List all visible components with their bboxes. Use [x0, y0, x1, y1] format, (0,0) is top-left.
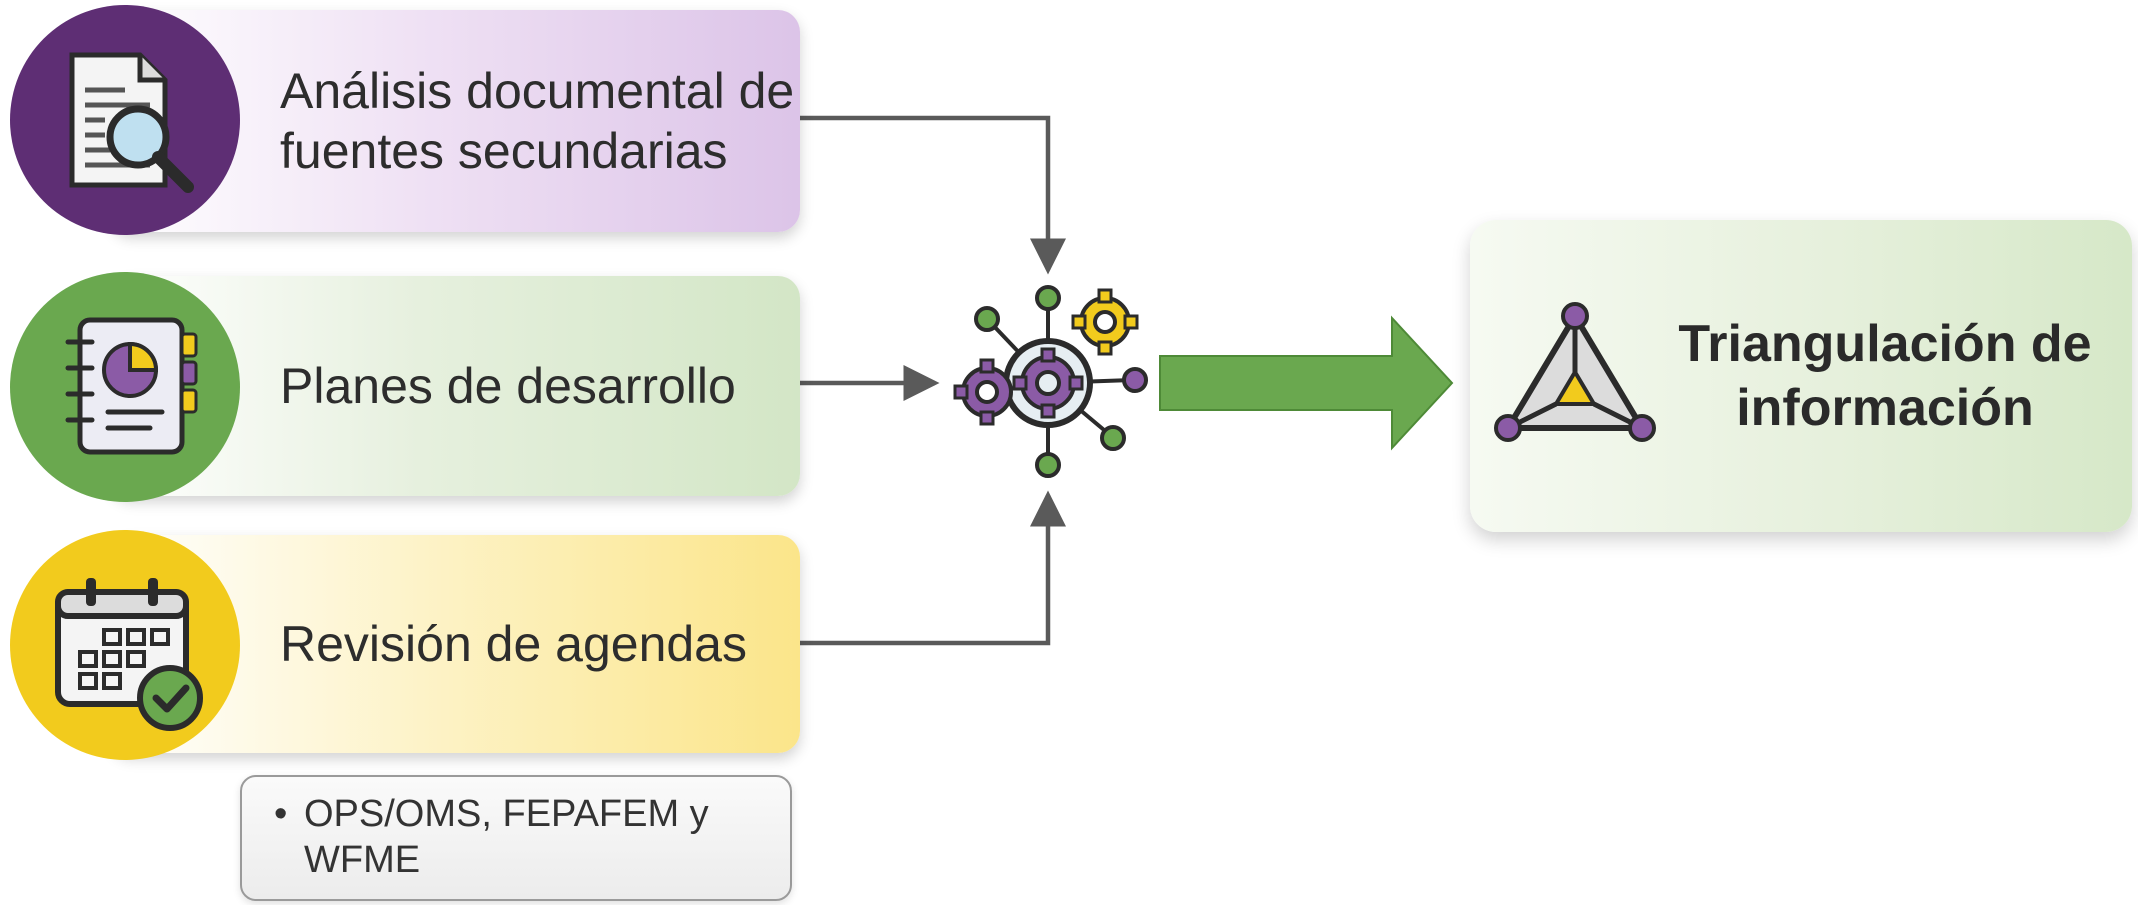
note-bullet: • [274, 793, 288, 835]
source-label: Análisis documental de fuentes secundari… [280, 63, 795, 179]
note-text: OPS/OMS, FEPAFEM y WFME [304, 793, 709, 881]
source-icon-circle [10, 5, 240, 235]
big-arrow-to-result [1159, 315, 1454, 451]
source-label: Planes de desarrollo [280, 358, 736, 414]
gears-network-icon [953, 285, 1148, 478]
connector-source-3 [800, 490, 1066, 646]
source-icon-circle [10, 272, 240, 502]
source-box-documental: Análisis documental de fuentes secundari… [110, 10, 800, 232]
source-label: Revisión de agendas [280, 616, 747, 672]
result-title: Triangulación de información [1678, 315, 2092, 437]
source-icon-circle [10, 530, 240, 760]
document-search-icon [69, 52, 194, 193]
calendar-check-icon [55, 578, 203, 731]
report-notebook-icon [65, 317, 198, 455]
note-box: • OPS/OMS, FEPAFEM y WFME [240, 775, 792, 901]
connector-source-1 [800, 115, 1066, 275]
result-box: Triangulación de información [1470, 220, 2132, 532]
triangle-network-icon [1494, 302, 1656, 442]
